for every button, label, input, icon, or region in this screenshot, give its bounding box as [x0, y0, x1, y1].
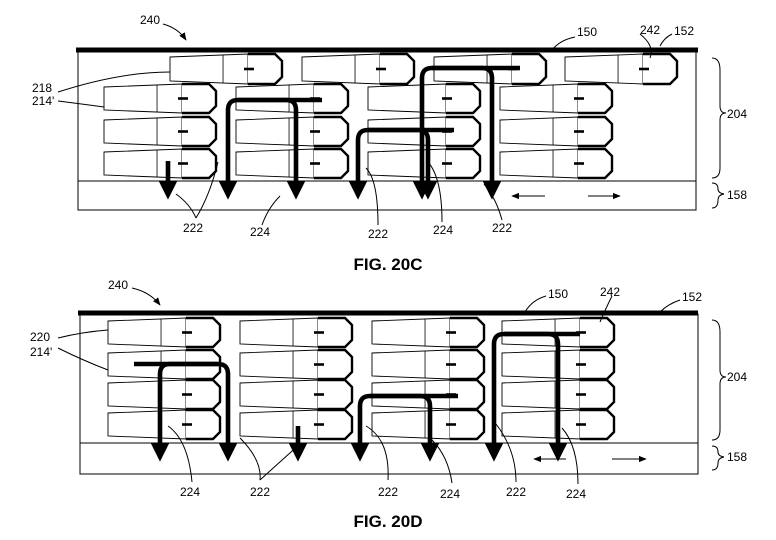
reference-labels: 240 150 242 152 218 214' 204 158 222 224…: [32, 13, 747, 241]
flow-arrow: [350, 393, 458, 462]
module: [371, 348, 486, 381]
label-240: 240: [108, 278, 128, 292]
label-150: 150: [577, 25, 597, 39]
label-158: 158: [727, 188, 747, 202]
label-222-middle: 222: [368, 227, 388, 241]
flow-arrow: [238, 97, 306, 200]
flow-paths: [158, 65, 520, 200]
flow-arrow: [484, 331, 580, 462]
flow-arrow: [504, 331, 568, 462]
module: [239, 316, 354, 349]
label-218: 218: [32, 81, 52, 95]
label-224-2: 224: [440, 487, 460, 501]
module: [103, 147, 218, 180]
label-242: 242: [640, 23, 660, 37]
flow-arrow: [370, 393, 440, 462]
module: [107, 378, 222, 411]
label-204: 204: [727, 107, 747, 121]
module: [499, 82, 614, 115]
label-222-right: 222: [492, 221, 512, 235]
flow-arrow: [218, 97, 322, 200]
flow-arrow: [432, 65, 502, 200]
module: [103, 115, 218, 148]
module: [103, 82, 218, 115]
label-214-prime: 214': [32, 94, 54, 108]
flow-arrow: [412, 65, 520, 200]
flow-arrow: [348, 127, 454, 200]
label-224-1: 224: [180, 485, 200, 499]
reference-labels: 240 150 242 152 220 214' 204 158 224 222…: [30, 278, 747, 501]
module: [239, 378, 354, 411]
flow-arrow: [368, 127, 438, 200]
module: [239, 348, 354, 381]
label-242: 242: [600, 285, 620, 299]
label-222-left: 222: [183, 221, 203, 235]
label-204: 204: [727, 370, 747, 384]
module: [169, 52, 284, 86]
label-222-3: 222: [506, 485, 526, 499]
label-224-right: 224: [433, 223, 453, 237]
figure-20c: 240 150 242 152 218 214' 204 158 222 224…: [32, 13, 747, 274]
label-152: 152: [682, 290, 702, 304]
label-222-1: 222: [250, 485, 270, 499]
label-224-3: 224: [566, 487, 586, 501]
module: [367, 82, 482, 115]
flow-arrow: [150, 361, 218, 462]
module: [564, 52, 679, 86]
module: [235, 147, 350, 180]
label-240: 240: [140, 13, 160, 27]
module: [501, 348, 616, 381]
flow-arrow: [134, 361, 238, 462]
figure-20d: 240 150 242 152 220 214' 204 158 224 222…: [30, 278, 747, 531]
label-224-left: 224: [250, 225, 270, 239]
module-array: [103, 52, 679, 180]
figure-caption-20c: FIG. 20C: [354, 255, 423, 274]
module: [107, 408, 222, 441]
module: [501, 408, 616, 441]
leader-lines: [57, 23, 727, 226]
label-150: 150: [548, 287, 568, 301]
flow-paths: [134, 331, 580, 462]
module: [499, 147, 614, 180]
module: [499, 115, 614, 148]
module: [371, 316, 486, 349]
module: [107, 316, 222, 349]
module-array: [107, 316, 616, 441]
label-222-2: 222: [378, 485, 398, 499]
label-158: 158: [727, 450, 747, 464]
module: [301, 52, 416, 86]
label-152: 152: [674, 24, 694, 38]
label-214-prime: 214': [30, 345, 52, 359]
figure-caption-20d: FIG. 20D: [354, 512, 423, 531]
leader-lines: [57, 287, 727, 485]
label-220: 220: [30, 330, 50, 344]
module: [235, 115, 350, 148]
